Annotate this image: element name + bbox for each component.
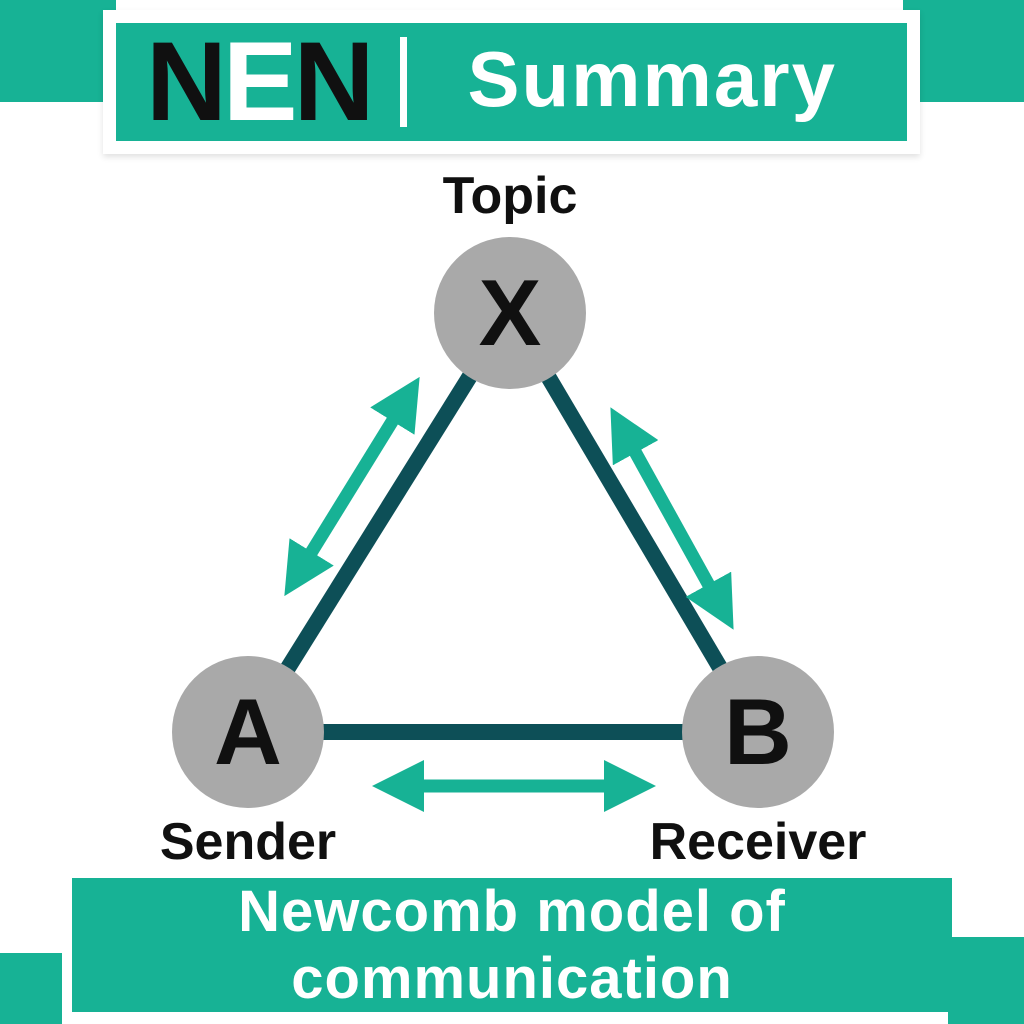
- logo-letter-2: E: [222, 19, 298, 144]
- corner-decoration-bottom-left: [0, 953, 62, 1024]
- node-topic-letter: X: [478, 260, 542, 365]
- footer-caption-line1: Newcomb model of: [238, 878, 786, 944]
- logo-letter-3: N: [293, 19, 375, 144]
- label-receiver: Receiver: [649, 813, 867, 871]
- logo-separator: [400, 37, 408, 127]
- footer-caption-line2: communication: [291, 946, 733, 1011]
- corner-decoration-bottom-right: [948, 937, 1024, 1024]
- arrow-topic-receiver: [610, 407, 734, 630]
- logo: N E N: [146, 19, 375, 144]
- label-topic: Topic: [442, 167, 578, 225]
- arrow-sender-topic: [284, 376, 420, 597]
- footer-banner: Newcomb model of communication: [72, 878, 952, 1012]
- header-title: Summary: [467, 35, 837, 123]
- node-sender-letter: A: [214, 679, 282, 784]
- header: N E N Summary: [103, 10, 920, 154]
- node-receiver-letter: B: [724, 679, 792, 784]
- node-sender-circle: A: [172, 656, 324, 808]
- logo-letter-1: N: [146, 19, 227, 144]
- corner-decoration-top-left: [0, 0, 116, 102]
- header-banner: N E N Summary: [116, 23, 907, 141]
- corner-decoration-top-right: [903, 0, 1024, 102]
- label-sender: Sender: [159, 813, 337, 871]
- node-receiver-circle: B: [682, 656, 834, 808]
- node-topic-circle: X: [434, 237, 586, 389]
